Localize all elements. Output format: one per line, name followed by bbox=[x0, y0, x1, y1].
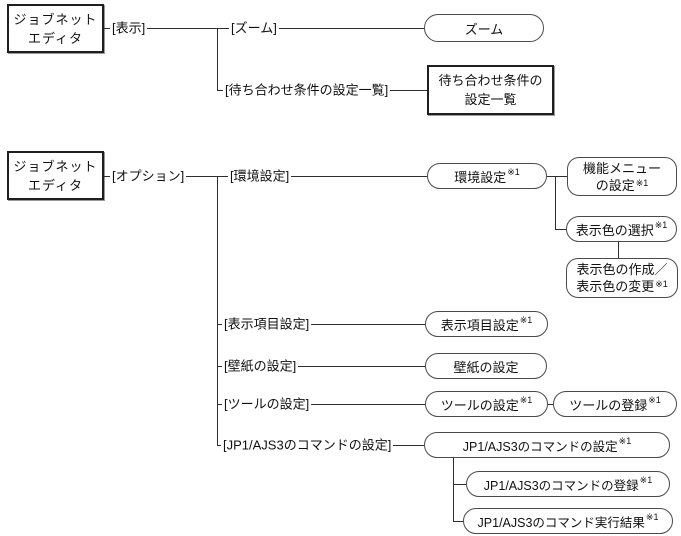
dialog-node-display-item-settings: 表示項目設定※1 bbox=[425, 311, 548, 337]
connector-line bbox=[217, 404, 425, 405]
dialog-node-display-color-create-change: 表示色の作成／ 表示色の変更※1 bbox=[566, 258, 678, 298]
menu-label-environment-settings: [環境設定] bbox=[228, 168, 292, 184]
dialog-node-tool-settings: ツールの設定※1 bbox=[425, 391, 548, 417]
note-superscript: ※1 bbox=[639, 474, 653, 485]
dialog-label-line1: 待ち合わせ条件の bbox=[438, 73, 543, 88]
window-node-jobnet-editor: ジョブネット エディタ bbox=[7, 4, 104, 53]
note-superscript: ※1 bbox=[654, 219, 668, 230]
window-node-label-line2: エディタ bbox=[27, 177, 84, 193]
dialog-node-zoom: ズーム bbox=[424, 14, 544, 42]
connector-line bbox=[217, 324, 425, 325]
connector-line bbox=[453, 484, 466, 485]
note-superscript: ※1 bbox=[618, 435, 632, 446]
note-superscript: ※1 bbox=[645, 511, 659, 522]
connector-line bbox=[555, 229, 567, 230]
dialog-label: 壁紙の設定 bbox=[453, 359, 519, 375]
dialog-label: ズーム bbox=[464, 21, 504, 37]
dialog-node-display-color-selection: 表示色の選択※1 bbox=[566, 216, 677, 242]
dialog-node-jp1ajs3-command-settings: JP1/AJS3のコマンドの設定※1 bbox=[424, 432, 670, 458]
connector-line bbox=[548, 404, 553, 405]
menu-label-display-items: [表示項目設定] bbox=[222, 316, 312, 332]
dialog-label: JP1/AJS3のコマンド実行結果 bbox=[477, 515, 645, 530]
connector-line bbox=[555, 176, 556, 229]
window-node-label-line2: エディタ bbox=[27, 30, 84, 46]
window-node-jobnet-editor: ジョブネット エディタ bbox=[7, 151, 104, 200]
connector-line bbox=[217, 28, 218, 90]
dialog-label-line2: の設定※1 bbox=[595, 177, 649, 193]
note-superscript: ※1 bbox=[655, 279, 668, 289]
connector-line bbox=[618, 242, 619, 258]
note-superscript: ※1 bbox=[507, 166, 520, 177]
dialog-label: JP1/AJS3のコマンドの設定 bbox=[462, 439, 618, 454]
window-node-wait-conditions-list: 待ち合わせ条件の 設定一覧 bbox=[427, 65, 554, 115]
dialog-node-tool-registration: ツールの登録※1 bbox=[553, 391, 677, 417]
menu-label-jp1ajs3-commands: [JP1/AJS3のコマンドの設定] bbox=[221, 437, 394, 453]
menu-label-wallpaper: [壁紙の設定] bbox=[222, 358, 299, 374]
dialog-label: ツールの登録 bbox=[569, 397, 648, 413]
menu-label-view: [表示] bbox=[110, 20, 148, 36]
dialog-node-jp1ajs3-command-exec-result: JP1/AJS3のコマンド実行結果※1 bbox=[463, 508, 673, 534]
dialog-node-function-menu-settings: 機能メニュー の設定※1 bbox=[567, 157, 677, 196]
note-superscript: ※1 bbox=[635, 177, 649, 188]
dialog-label: 表示項目設定 bbox=[440, 317, 519, 333]
dialog-label: JP1/AJS3のコマンドの登録 bbox=[483, 478, 639, 493]
connector-line bbox=[217, 366, 425, 367]
dialog-node-environment-settings: 環境設定※1 bbox=[427, 163, 547, 189]
note-superscript: ※1 bbox=[519, 394, 533, 405]
connector-line bbox=[547, 176, 568, 177]
dialog-node-jp1ajs3-command-registration: JP1/AJS3のコマンドの登録※1 bbox=[466, 471, 670, 497]
menu-label-zoom: [ズーム] bbox=[229, 20, 279, 36]
window-node-label-line1: ジョブネット bbox=[13, 158, 98, 174]
dialog-label: 環境設定 bbox=[454, 169, 507, 185]
dialog-label: 表示色の選択 bbox=[575, 222, 654, 238]
connector-line bbox=[217, 176, 218, 445]
note-superscript: ※1 bbox=[519, 314, 533, 325]
connector-line bbox=[453, 458, 454, 521]
dialog-node-wallpaper-settings: 壁紙の設定 bbox=[425, 353, 547, 379]
connector-line bbox=[453, 521, 463, 522]
menu-label-wait-conditions-list: [待ち合わせ条件の設定一覧] bbox=[223, 82, 391, 98]
dialog-label-line2: 設定一覧 bbox=[464, 92, 517, 107]
menu-label-options: [オプション] bbox=[110, 168, 187, 184]
dialog-label-line1: 機能メニュー bbox=[582, 160, 661, 176]
window-node-label-line1: ジョブネット bbox=[13, 11, 98, 27]
dialog-label: ツールの設定 bbox=[440, 397, 519, 413]
menu-label-tools: [ツールの設定] bbox=[222, 396, 312, 412]
dialog-label-line2: 表示色の変更※1 bbox=[576, 279, 668, 294]
note-superscript: ※1 bbox=[648, 394, 661, 405]
dialog-label-line1: 表示色の作成／ bbox=[576, 262, 668, 277]
